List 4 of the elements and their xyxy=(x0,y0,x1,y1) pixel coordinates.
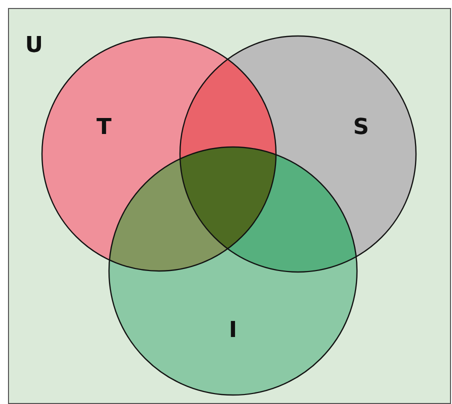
set-label: I xyxy=(228,320,238,342)
set-label: S xyxy=(353,117,369,139)
set-label: U xyxy=(25,35,43,57)
set-label: T xyxy=(96,117,112,139)
